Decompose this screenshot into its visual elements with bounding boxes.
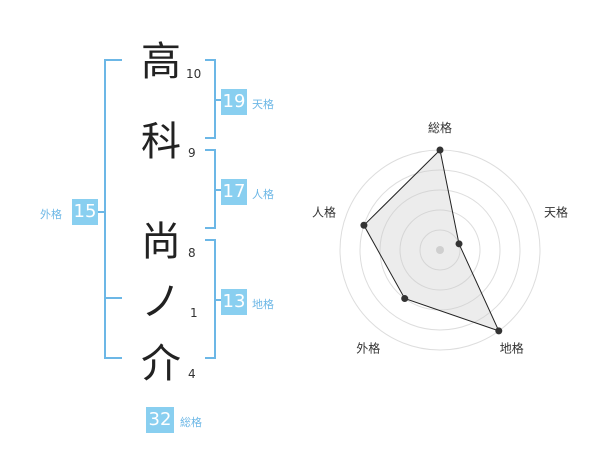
stroke-count-2: 9 [188, 146, 196, 160]
radar-axis-label-1: 総格 [428, 120, 452, 135]
chikaku-value: 13 [221, 289, 247, 315]
radar-ring [399, 209, 481, 291]
radar-ring [379, 189, 501, 311]
gaikaku-bracket [104, 59, 122, 359]
radar-point-5 [360, 221, 368, 229]
radar-ring [359, 169, 521, 331]
radar-axis-label-2: 天格 [544, 204, 568, 219]
radar-axis-label-5: 人格 [312, 204, 336, 219]
radar-center-dot [436, 246, 444, 254]
stroke-count-4: 1 [190, 306, 198, 320]
name-char-5: 介 [141, 341, 181, 387]
radar-point-4 [401, 295, 409, 303]
radar-axis-label-3: 地格 [500, 341, 524, 356]
jinkaku-value: 17 [221, 179, 247, 205]
gaikaku-label: 外格 [40, 208, 62, 221]
jinkaku-label: 人格 [252, 188, 274, 201]
name-char-3: 尚 [141, 219, 181, 265]
name-char-2: 科 [141, 119, 181, 165]
stroke-count-5: 4 [188, 367, 196, 381]
radar-point-1 [436, 146, 444, 154]
radar-area [363, 148, 500, 332]
name-char-1: 高 [141, 39, 181, 85]
soukaku-value: 32 [146, 407, 174, 433]
gaikaku-value: 15 [72, 199, 98, 225]
radar-points [360, 146, 503, 335]
stroke-count-3: 8 [188, 246, 196, 260]
radar-ring [419, 229, 461, 271]
soukaku-label: 総格 [180, 416, 202, 429]
radar-point-2 [455, 240, 463, 248]
tenkaku-label: 天格 [252, 98, 274, 111]
chikaku-label: 地格 [252, 298, 274, 311]
name-char-4: ノ [141, 279, 181, 325]
tenkaku-value: 19 [221, 89, 247, 115]
radar-point-3 [495, 327, 503, 335]
stroke-count-1: 10 [186, 67, 202, 81]
radar-axis-label-4: 外格 [356, 341, 380, 356]
